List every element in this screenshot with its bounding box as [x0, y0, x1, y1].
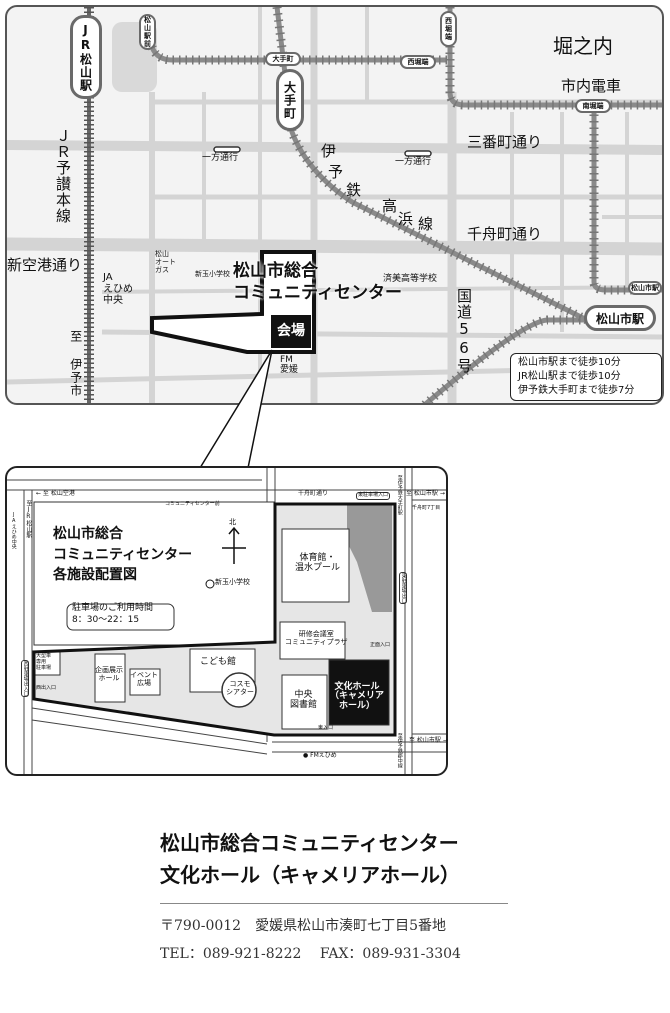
site-map-title: コミュニティセンター — [53, 547, 193, 563]
label-to-gunchu: 至伊予鉄郡中線 — [396, 733, 403, 768]
label-east-entrance: 東入口 — [318, 725, 334, 731]
building-bus-parking: 大型車 専用 駐車場 — [36, 653, 52, 671]
rail-iyotetsu: 予 — [328, 163, 344, 181]
rail-jr-yosan: ＪＲ予讃本線 — [54, 128, 72, 224]
building-gym: 体育館・ 温水プール — [295, 553, 341, 574]
station-matsuyamashi: 松山市駅 — [584, 305, 656, 331]
parking-hours: 8：30〜22：15 — [72, 615, 140, 625]
station-matsuyama-ekimae: 松山駅前 — [139, 14, 156, 50]
landmark-ja: JA えひめ 中央 — [103, 272, 133, 306]
north-arrow-icon — [222, 526, 246, 564]
station-otemachi-rail: 大手町 — [276, 69, 304, 131]
building-training: 研修会議室 コミュニティプラザ — [285, 630, 348, 647]
station-matsuyamashi-tram: 松山市駅 — [628, 281, 662, 295]
building-cosmo: コスモ シアター — [226, 680, 254, 697]
access-info-box: 松山市駅まで徒歩10分 JR松山駅まで徒歩10分 伊予鉄大手町まで徒歩7分 — [510, 353, 662, 401]
building-event: イベント 広場 — [130, 671, 158, 688]
road-sanbancho: 三番町通り — [467, 133, 543, 151]
site-boundary — [32, 502, 397, 737]
station-nishihoribata-h: 西堀端 — [400, 55, 436, 69]
label-chifune7: 千舟町7丁目 — [412, 505, 441, 511]
label-east-exit: 東駐車場出口 — [399, 572, 407, 604]
hall-title: 文化ホール（キャメリアホール） — [160, 863, 460, 887]
landmark-shintama: 新玉小学校 — [195, 270, 230, 278]
divider — [160, 903, 508, 904]
rail-iyotetsu: 線 — [418, 215, 434, 233]
area-map — [5, 5, 664, 405]
label-center-mae: コミュニティセンター前 — [165, 501, 220, 507]
address: 〒790-0012 愛媛県松山市湊町七丁目5番地 — [160, 918, 446, 934]
station-minamihoribata: 南堀端 — [575, 99, 611, 113]
station-otemachi-tram: 大手町 — [265, 52, 301, 66]
label-to-shieki: 至 松山市駅 → — [406, 490, 445, 497]
school-icon — [205, 579, 215, 589]
label-front-entrance: 正面入口 — [370, 642, 391, 648]
landmark-autogas: 松山 オート ガス — [155, 250, 176, 275]
rail-iyotetsu: 浜 — [398, 210, 414, 228]
area-horinouchi: 堀之内 — [553, 34, 613, 58]
label-west-entrance: 西出入口 — [36, 685, 57, 691]
contact: TEL：089-921-8222 FAX：089-931-3304 — [160, 946, 461, 962]
parking-hours-box — [66, 603, 175, 631]
road-chifunemachi: 千舟町通り — [467, 225, 543, 243]
school-label: 新玉小学校 — [215, 578, 250, 586]
label-east-parking: 東駐車場入口 — [356, 492, 391, 500]
station-nishihoribata: 西堀端 — [440, 11, 457, 47]
building-library: 中央 図書館 — [290, 690, 318, 711]
one-way-label: 一方通行 — [202, 153, 239, 163]
site-map-title: 松山市総合 — [53, 526, 123, 542]
rail-iyotetsu: 高 — [382, 197, 398, 215]
area-map-roads — [7, 7, 662, 403]
venue-title: 松山市総合コミュニティセンター — [160, 831, 459, 855]
building-kids: こども館 — [200, 657, 237, 667]
parking-hours-label: 駐車場のご利用時間 — [72, 603, 154, 613]
rail-iyotetsu: 伊 — [321, 142, 337, 160]
landmark-fm: FM 愛媛 — [280, 355, 299, 376]
road-shinkuko: 新空港通り — [7, 256, 83, 274]
label-chifune: 千舟町通り — [298, 490, 329, 497]
venue-marker: 会場 — [271, 315, 311, 348]
building-exhibit: 企画展示 ホール — [95, 666, 123, 683]
north-label: 北 — [229, 518, 236, 526]
label-to-jr: 至JR松山駅 — [24, 500, 32, 538]
site-map — [5, 466, 448, 776]
label-to-shieki-bottom: 至 松山市駅 → — [409, 737, 448, 744]
venue-name: 松山市総合 — [233, 261, 318, 281]
venue-name: コミュニティセンター — [233, 283, 402, 303]
landmark-saibi: 済美高等学校 — [383, 274, 438, 284]
access-line: 松山市駅まで徒歩10分 — [518, 357, 621, 368]
station-jr-matsuyama: JR松山駅 — [70, 15, 102, 99]
label-ja: JAえひめ中央 — [10, 512, 17, 549]
building-culture-hall: 文化ホール （キャメリア ホール） — [330, 682, 385, 711]
rail-iyotetsu: 鉄 — [346, 181, 362, 199]
landmark-to-iyo: 至 伊予市 — [68, 330, 83, 397]
access-line: 伊予鉄大手町まで徒歩7分 — [518, 385, 635, 396]
one-way-label: 一方通行 — [395, 157, 432, 167]
access-line: JR松山駅まで徒歩10分 — [518, 371, 621, 382]
label-west-parking: 西駐車場出入口 — [21, 660, 29, 697]
one-way-arrow-icon — [213, 146, 432, 157]
label-to-airport: ← 至 松山空港 — [36, 490, 75, 497]
site-map-layout — [7, 468, 446, 774]
site-map-title: 各施設配置図 — [53, 567, 137, 583]
label-fm: ● FMえひめ — [303, 752, 337, 759]
label-to-otemachi: 至伊予鉄大手町駅 — [396, 475, 403, 515]
area-tram: 市内電車 — [561, 77, 622, 95]
road-route56: 国道56号 — [455, 288, 473, 374]
